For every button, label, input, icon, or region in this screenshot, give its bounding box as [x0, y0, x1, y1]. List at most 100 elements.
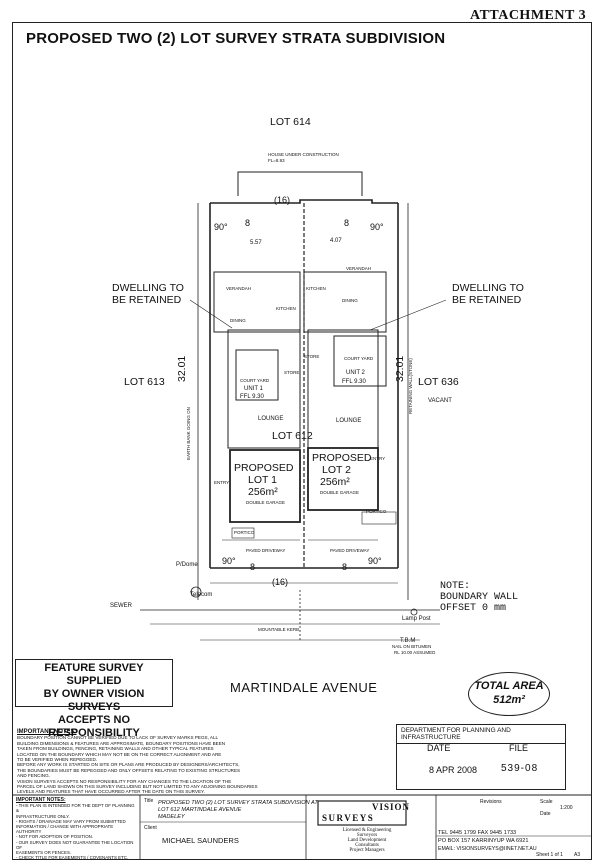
width-bottom-right: 8 [342, 562, 348, 572]
unit2-middle-block [307, 329, 379, 449]
title-block-client-label: Client [144, 825, 157, 831]
lot-636-label: LOT 636 [418, 376, 459, 388]
house-under-construction-outline [237, 171, 363, 196]
unit1-garage [229, 449, 301, 523]
total-area-value: 512m² [493, 694, 525, 706]
dining-right: DINING [342, 298, 358, 303]
nail-label: NAIL ON BITUMEN [392, 644, 432, 649]
title-block-title-label: Title [144, 798, 154, 804]
unit2-label: UNIT 2 [346, 370, 365, 376]
width-top-right: 8 [344, 218, 350, 228]
logo-surveys: SURVEYS [322, 813, 375, 823]
total-area-label: TOTAL AREA [474, 680, 544, 692]
lot-613-label: LOT 613 [124, 376, 165, 388]
paved-driveway-left: PAVED DRIVEWAY [246, 548, 286, 553]
tagline-1: Licensed & Engineering [342, 828, 392, 833]
unit1-middle-block [227, 329, 301, 449]
tagline-4: Consultants [355, 843, 379, 848]
revisions-label: Revisions [480, 799, 502, 805]
notes2-line-2: INFRASTRUCTURE ONLY. [16, 813, 70, 819]
dwelling-right-leader [369, 299, 447, 331]
contact-po: PO BOX 157 KARRINYUP WA 6921 [438, 838, 529, 844]
top-dimension-label: (16) [274, 195, 291, 205]
title-block-title-2: LOT 612 MARTINDALE AVENUE [158, 807, 242, 813]
lot1-area: 256m² [248, 486, 278, 498]
notes2-line-5: - NOT FOR ADOPTION OF POSITION. [16, 834, 94, 840]
notes2-line-7: EASEMENTS OR FENCES. [16, 850, 72, 856]
notes-line-8: AND FENCING. [17, 773, 50, 779]
contact-tel: TEL 9445 1799 FAX 9445 1733 [438, 830, 517, 836]
tagline-5: Project Managers [349, 848, 385, 853]
note-box: NOTE: BOUNDARY WALL OFFSET 0 mm [440, 581, 518, 614]
sewer-label: SEWER [110, 603, 133, 609]
notes-line-7: THE BOUNDARIES MUST BE REPEGGED AND ONLY… [17, 767, 241, 773]
mountable-kerb-label: MOUNTABLE KERB [258, 627, 300, 632]
feature-line-2: BY OWNER VISION SURVEYS [43, 688, 145, 713]
angle-top-right: 90° [370, 222, 384, 232]
kitchen-left: KITCHEN [276, 306, 296, 311]
street-name: MARTINDALE AVENUE [230, 680, 378, 695]
retaining-wall-label: RETAINING WALL(STONE) [408, 358, 413, 414]
house-under-construction-label: HOUSE UNDER CONSTRUCTION [268, 152, 339, 157]
kitchen-right: KITCHEN [306, 286, 326, 291]
width-top-left: 8 [245, 218, 251, 228]
date-label: Date [540, 811, 551, 817]
attachment-label: ATTACHMENT 3 [470, 8, 587, 23]
lot2-proposed: PROPOSED [312, 452, 372, 464]
dining-left: DINING [230, 318, 246, 323]
earth-bank-label: EARTH BANK GOING ON [186, 407, 191, 460]
note-line-1: NOTE: [440, 581, 471, 592]
tbm-label: T.B.M [400, 638, 416, 644]
unit2-garage [307, 447, 379, 511]
dwelling-right-line1: DWELLING TO [452, 282, 524, 294]
pdome-label: P/Dome [176, 562, 198, 568]
unit1-courtyard [235, 349, 279, 401]
department-stamp: DEPARTMENT FOR PLANNING AND INFRASTRUCTU… [396, 724, 566, 790]
notes-secondary: IMPORTANT NOTES: - THIS PLAN IS INTENDED… [16, 797, 138, 861]
notes2-line-4: INFORMATION / CHANGE WITH APPROPRIATE AU… [16, 824, 114, 835]
notes-line-2: BUILDING DIMENSIONS & FEATURES ARE APPRO… [17, 740, 226, 746]
dept-date-label: DATE [427, 743, 451, 753]
courtyard-unit2: COURT YARD [344, 356, 374, 361]
entry-right: ENTRY [370, 456, 386, 461]
notes-line-5: TO BE VERIFIED WHEN REPEGGED. [17, 757, 98, 763]
lot1-garage: DOUBLE GARAGE [246, 500, 286, 505]
note-line-2: BOUNDARY WALL [440, 592, 519, 603]
portico-right: PORTICO [366, 509, 387, 514]
logo-frame [317, 800, 407, 826]
notes2-line-1: - THIS PLAN IS INTENDED FOR THE DEPT OF … [16, 803, 135, 814]
dwelling-left-line1: DWELLING TO [112, 282, 184, 294]
notes-heading: IMPORTANT NOTES: [17, 729, 77, 735]
right-depth: 32.01 [394, 355, 406, 382]
notes-line-10: PARCEL OF LAND SHOWN ON THIS SURVEY INCL… [17, 784, 258, 790]
dim-557: 5.57 [250, 240, 262, 246]
courtyard-unit1: COURT YARD [240, 378, 270, 383]
notes2-line-8: - CHECK TITLE FOR EASEMENTS / COVENANTS … [16, 855, 129, 861]
angle-bottom-left: 90° [222, 556, 236, 566]
title-block-title-1: PROPOSED TWO (2) LOT SURVEY STRATA SUBDI… [158, 800, 318, 806]
vacant-label: VACANT [428, 398, 452, 404]
unit2-courtyard [333, 335, 387, 387]
notes-line-11: LEVELS AND FEATURES THAT HAVE OCCURRED A… [17, 789, 205, 795]
angle-top-left: 90° [214, 222, 228, 232]
sheet-label: Sheet 1 of 1 [536, 852, 563, 858]
lounge-left: LOUNGE [258, 416, 284, 422]
notes2-line-6: - OUR SURVEY DOES NOT GUARANTEE THE LOCA… [16, 839, 134, 850]
unit2-ffl: FFL 9.30 [342, 379, 366, 385]
dept-header: DEPARTMENT FOR PLANNING AND INFRASTRUCTU… [397, 725, 565, 744]
size-label: A3 [574, 852, 581, 858]
store-right: STORE [304, 354, 320, 359]
lounge-right: LOUNGE [336, 418, 362, 424]
lot-614-label: LOT 614 [270, 116, 311, 128]
unit1-ffl: FFL 9.30 [240, 394, 264, 400]
left-depth: 32.01 [176, 355, 188, 382]
dwelling-right-line2: BE RETAINED [452, 294, 522, 306]
unit1-upper-block [213, 271, 301, 333]
portico-box-right [361, 511, 397, 525]
dwelling-left-leader [189, 299, 233, 329]
scale-label: Scale [540, 799, 553, 805]
notes-line-6: BEFORE ANY WORK IS STARTED ON SITE OR PL… [17, 762, 240, 768]
logo-tagline: Licensed & Engineering Surveyors Land De… [334, 828, 400, 853]
lot1-name: LOT 1 [248, 474, 277, 486]
